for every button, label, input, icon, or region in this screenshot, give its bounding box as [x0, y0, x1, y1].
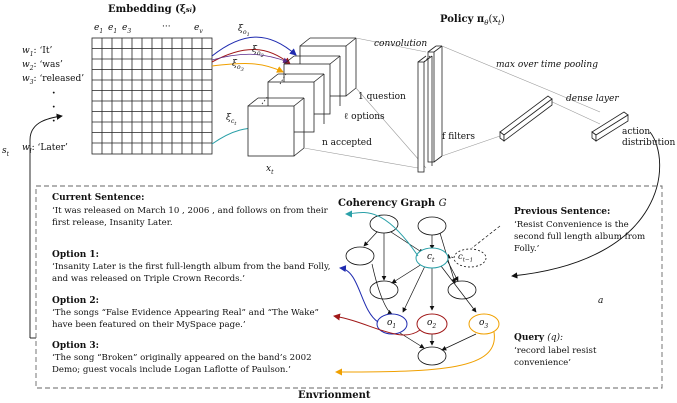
xi-c-label: ξct [226, 113, 237, 127]
current-text: ‘It was released on March 10 , 2006 , an… [52, 206, 328, 228]
embedding-purple-arrow [211, 53, 289, 63]
node-ct1-label: ct−1 [458, 252, 474, 264]
n-accepted-label: n accepted [322, 138, 372, 148]
previous-to-ct1-edge [471, 225, 501, 249]
node-o1-label: o1 [387, 318, 397, 330]
convolution-cone [303, 37, 427, 169]
xi-o1-arrow [211, 36, 297, 57]
previous-text: ‘Resist Convenience is the second full l… [514, 220, 646, 254]
query-text: ‘record label resist convenience’ [514, 346, 597, 368]
current-link [345, 210, 419, 257]
environment-box [35, 185, 663, 389]
node-o2-label: o2 [427, 318, 437, 330]
word-w2: w2: ‘was’ [22, 60, 63, 72]
node-ct-label: ct [427, 252, 435, 264]
xt-label: xt [266, 164, 274, 176]
word-dot-1: · [52, 88, 56, 99]
option1-title: Option 1: [52, 250, 99, 260]
dense-output [591, 111, 629, 142]
embedding-col-ev: ev [194, 23, 203, 35]
coherency-graph [345, 214, 477, 366]
ell-options-label: ℓ options [344, 112, 385, 122]
previous-title: Previous Sentence: [514, 207, 611, 217]
word-w1: w1: ‘It’ [22, 46, 53, 58]
policy-title: Policy πθ(xt) [440, 14, 505, 27]
one-question-label: 1 question [358, 92, 406, 102]
feature-maps [417, 45, 443, 173]
option3-link [335, 331, 495, 376]
xi-o1-label: ξo1 [238, 24, 250, 38]
option2-link [333, 313, 421, 336]
input-tensor [247, 37, 357, 157]
option3-text: ‘The song “Broken” originally appeared o… [52, 353, 312, 375]
convolution-label: convolution [374, 39, 428, 49]
option1-link [339, 265, 379, 323]
max-pool-label: max over time pooling [496, 60, 598, 70]
node-o3-label: o3 [479, 318, 489, 330]
word-dot-3: · [52, 116, 56, 127]
option2-text: ‘The songs “False Evidence Appearing Rea… [52, 308, 319, 330]
embedding-col-e3: e3 [122, 23, 132, 35]
action-label: action [622, 127, 651, 137]
node-ct1 [453, 248, 487, 268]
embedding-col-ellipsis: ··· [162, 22, 171, 32]
embedding-title: Embedding (ξsi) [108, 4, 197, 15]
word-dot-2: · [52, 102, 56, 113]
word-w3: w3: ‘released’ [22, 74, 85, 86]
node-o1 [376, 313, 408, 335]
embedding-col-e1: e1 [94, 23, 104, 35]
option3-title: Option 3: [52, 341, 99, 351]
distribution-label: distribution [622, 138, 676, 148]
node-ct [415, 247, 449, 269]
pooling-lines [441, 45, 601, 157]
current-title: Current Sentence: [52, 193, 145, 203]
f-filters-label: f filters [442, 132, 475, 142]
embedding-col-e1b: e1 [108, 23, 118, 35]
state-arrow [29, 113, 63, 338]
query-title: Query (q): [514, 333, 564, 343]
option1-text: ‘Insanity Later is the first full-length… [52, 262, 331, 284]
xi-o3-arrow [211, 63, 284, 73]
word-wl: wl: ‘Later’ [22, 143, 68, 155]
option2-title: Option 2: [52, 296, 99, 306]
xi-o3-label: ξo3 [232, 59, 244, 73]
dense-label: dense layer [566, 94, 619, 104]
xi-o2-label: ξo2 [252, 45, 264, 59]
node-o2 [416, 313, 448, 335]
pooled-vector [499, 95, 553, 142]
a-label: a [598, 296, 604, 306]
action-arrow [511, 131, 661, 279]
environment-label: Envrionment [298, 390, 371, 401]
st-label: st [2, 146, 10, 158]
node-o3 [468, 313, 500, 335]
graph-title: Coherency Graph G [338, 198, 447, 209]
embedding-matrix [91, 37, 213, 155]
